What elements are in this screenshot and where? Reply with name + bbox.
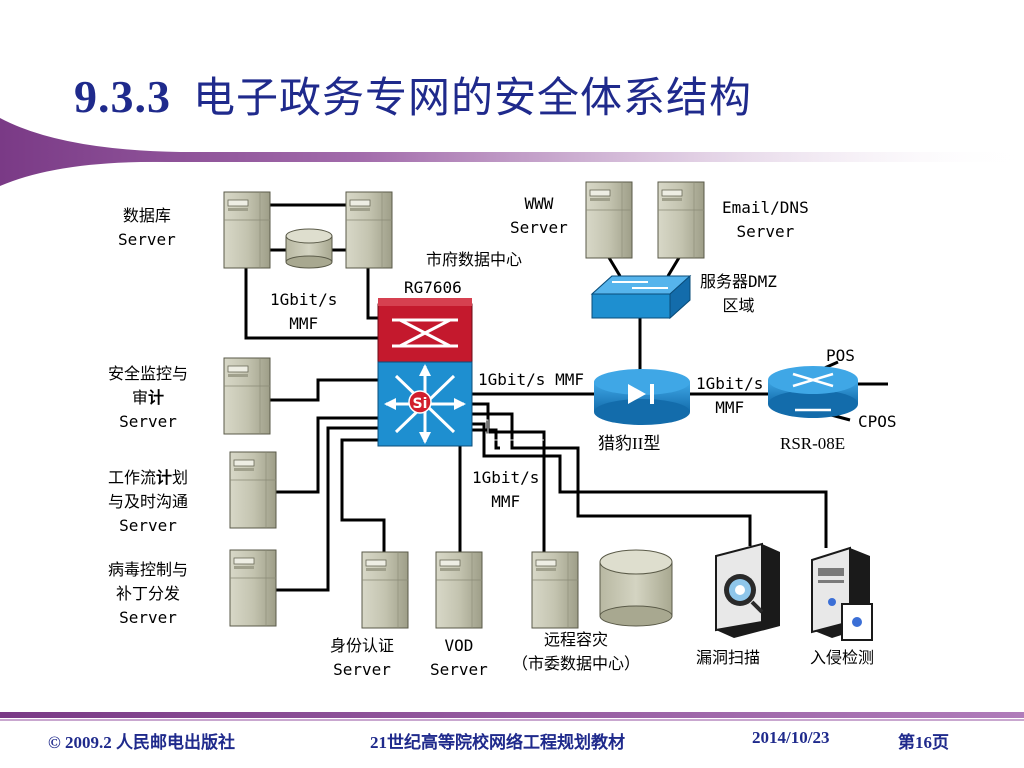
link-db-label-line1: 1Gbit/s (270, 290, 338, 309)
data-center-label: 市府数据中心 (426, 250, 523, 269)
www-label: WWW Server (510, 192, 568, 240)
title-number: 9.3.3 (74, 71, 171, 122)
auth-label-line1: 身份认证 (330, 636, 395, 655)
disaster-recovery-server (531, 551, 579, 629)
firewall-icon (594, 369, 690, 425)
link-router-label-line1: 1Gbit/s (696, 374, 764, 393)
workflow-label-line2: 与及时沟通 (108, 492, 189, 511)
footer-page: 第16页 (898, 733, 949, 752)
www-label-line2: Server (510, 218, 568, 237)
title-text: 电子政务专网的安全体系结构 (193, 73, 753, 122)
disaster-storage-icon (599, 549, 673, 627)
footer-bar-thin (0, 719, 1024, 721)
vod-label-line2: Server (430, 660, 488, 679)
dmz-label-line1: 服务器DMZ (700, 272, 777, 291)
antivirus-label-line2: 补丁分发 (116, 584, 181, 603)
footer-bar (0, 712, 1024, 718)
auth-label-line2: Server (333, 660, 391, 679)
core-switch-icon: Si (377, 298, 473, 447)
vod-label-line1: VOD (444, 636, 474, 655)
link-bottom-label: 1Gbit/s MMF (472, 466, 539, 514)
intrusion-detection-icon (811, 546, 873, 641)
db-server-label-line2: Server (118, 230, 176, 249)
vod-label: VOD Server (430, 634, 488, 682)
email-label: Email/DNS Server (722, 196, 809, 244)
dmz-label: 服务器DMZ 区域 (700, 270, 777, 318)
www-server (585, 181, 633, 259)
workflow-label-line3: Server (119, 516, 177, 535)
email-dns-server (657, 181, 705, 259)
monitor-label-line2: 审计 (108, 386, 188, 410)
workflow-label-line1b: 计 (156, 468, 173, 487)
ids-label: 入侵检测 (810, 648, 875, 667)
workflow-label-line1c: 划 (172, 468, 189, 487)
auth-server (361, 551, 409, 629)
disaster-label-line1: 远程容灾 (544, 630, 609, 649)
monitor-server (223, 357, 271, 435)
antivirus-server (229, 549, 277, 627)
dmz-label-line2: 区域 (722, 296, 755, 315)
monitor-label-line3: Server (119, 412, 177, 431)
workflow-label: 工作流计划 与及时沟通 Server (108, 466, 188, 538)
monitor-label-line2b: 计 (148, 388, 165, 407)
db-storage-icon (285, 228, 333, 269)
footer: © 2009.2 人民邮电出版社 21世纪高等院校网络工程规划教材 2014/1… (0, 728, 1024, 768)
antivirus-label: 病毒控制与 补丁分发 Server (108, 558, 188, 630)
email-label-line2: Server (736, 222, 795, 241)
auth-label: 身份认证 Server (330, 634, 394, 682)
core-switch-label: RG7606 (404, 278, 462, 297)
email-label-line1: Email/DNS (722, 198, 809, 217)
link-bottom-label-line1: 1Gbit/s (472, 468, 540, 487)
monitor-label-line1: 安全监控与 (108, 364, 189, 383)
link-router-label-line2: MMF (715, 398, 745, 417)
db-server-a (223, 191, 271, 269)
footer-book: 21世纪高等院校网络工程规划教材 (370, 733, 625, 752)
footer-copyright: © 2009.2 人民邮电出版社 (48, 733, 235, 752)
link-bottom-label-line2: MMF (491, 492, 521, 511)
title-underline (0, 152, 1024, 162)
cpos-label: CPOS (858, 412, 897, 431)
vulnerability-scan-icon (715, 542, 780, 638)
db-server-label-line1: 数据库 (122, 206, 171, 225)
dmz-switch-icon (590, 274, 692, 320)
router-icon (768, 366, 858, 418)
vod-server (435, 551, 483, 629)
router-label: RSR-08E (780, 434, 846, 453)
scan-label: 漏洞扫描 (696, 648, 761, 667)
footer-date: 2014/10/23 (752, 728, 830, 747)
disaster-label: 远程容灾 （市委数据中心） (512, 628, 640, 676)
antivirus-label-line1: 病毒控制与 (108, 560, 189, 579)
workflow-server (229, 451, 277, 529)
link-firewall-label: 1Gbit/s MMF (478, 370, 584, 389)
workflow-label-line1a: 工作流 (108, 468, 157, 487)
link-router-label: 1Gbit/s MMF (696, 372, 763, 420)
disaster-label-line2: （市委数据中心） (512, 654, 641, 673)
page-title: 9.3.3 电子政务专网的安全体系结构 (74, 64, 752, 125)
db-server-label: 数据库 Server (118, 204, 176, 252)
monitor-label-line2a: 审 (131, 388, 148, 407)
www-label-line1: WWW (524, 194, 554, 213)
link-db-label: 1Gbit/s MMF (270, 288, 337, 336)
pos-label: POS (826, 346, 855, 365)
svg-text:Si: Si (413, 396, 428, 412)
workflow-label-line1: 工作流计划 (108, 466, 188, 490)
antivirus-label-line3: Server (119, 608, 177, 627)
connection-lines (244, 203, 888, 592)
link-db-label-line2: MMF (289, 314, 319, 333)
db-server-b (345, 191, 393, 269)
monitor-label: 安全监控与 审计 Server (108, 362, 188, 434)
firewall-label: 猎豹II型 (598, 434, 661, 453)
